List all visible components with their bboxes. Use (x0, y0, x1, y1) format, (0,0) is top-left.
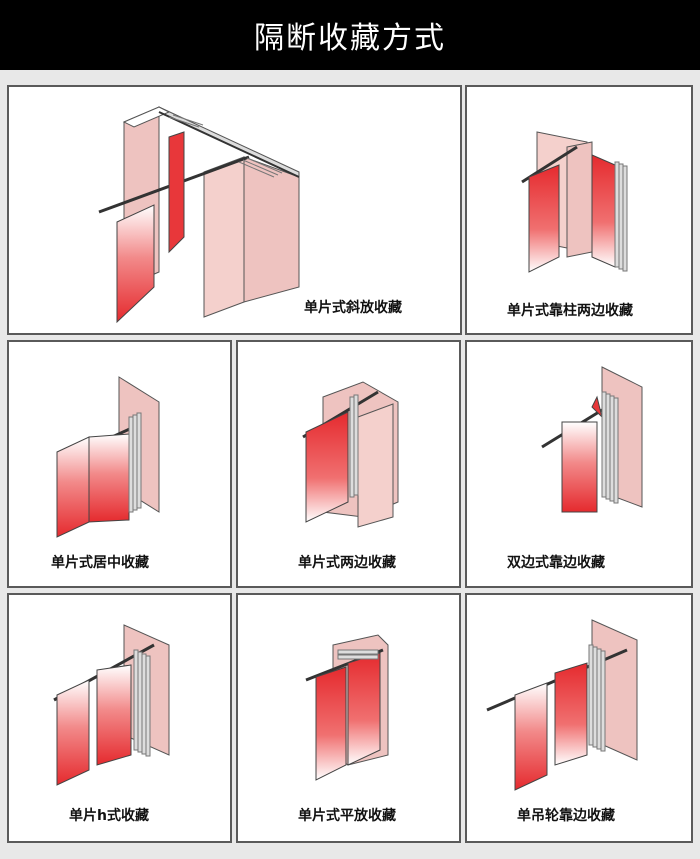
caption: 单片式平放收藏 (298, 808, 396, 824)
panel-single-two-sides: 单片式两边收藏 (236, 340, 461, 588)
page-title: 隔断收藏方式 (254, 21, 446, 56)
caption: 单吊轮靠边收藏 (517, 808, 615, 824)
illustration-single-wheel-side (486, 619, 638, 791)
illustration-single-h (53, 624, 170, 786)
illustration-single-diagonal (98, 106, 300, 324)
illustration-single-flat (305, 634, 389, 781)
caption: 双边式靠边收藏 (507, 555, 605, 571)
caption: 单片式靠柱两边收藏 (507, 303, 633, 319)
illustration-single-two-sides (302, 381, 399, 528)
panel-single-pillar-two-sides: 单片式靠柱两边收藏 (465, 85, 693, 335)
caption: 单片式两边收藏 (298, 555, 396, 571)
panel-single-diagonal: 单片式斜放收藏 (7, 85, 462, 335)
illustration-double-side (541, 366, 643, 513)
panel-single-center: 单片式居中收藏 (7, 340, 232, 588)
panel-single-wheel-side: 单吊轮靠边收藏 (465, 593, 693, 843)
caption: 单片式居中收藏 (51, 555, 149, 571)
panel-single-flat: 单片式平放收藏 (236, 593, 461, 843)
panel-single-h: 单片h式收藏 (7, 593, 232, 843)
illustration-single-pillar-two-sides (521, 131, 628, 273)
caption: 单片式斜放收藏 (304, 300, 402, 316)
panel-double-side: 双边式靠边收藏 (465, 340, 693, 588)
page-header: 隔断收藏方式 (0, 0, 700, 70)
caption: 单片h式收藏 (69, 808, 149, 824)
illustration-single-center (56, 376, 160, 538)
